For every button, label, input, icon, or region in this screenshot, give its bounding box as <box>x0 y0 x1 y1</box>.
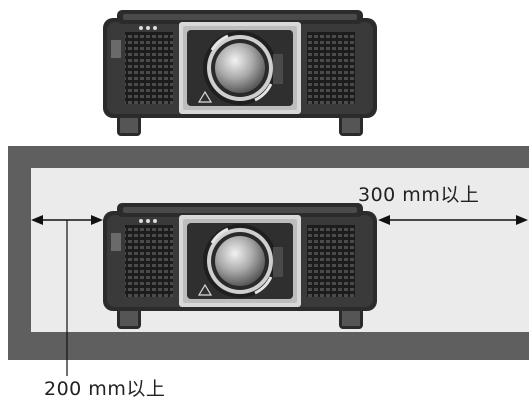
clearance-side-label: 300 mm以上 <box>358 184 480 206</box>
clearance-bottom-label: 200 mm以上 <box>44 378 166 400</box>
projector-icon <box>101 201 379 331</box>
double-arrow-icon <box>378 215 528 225</box>
projector-icon <box>101 8 379 138</box>
